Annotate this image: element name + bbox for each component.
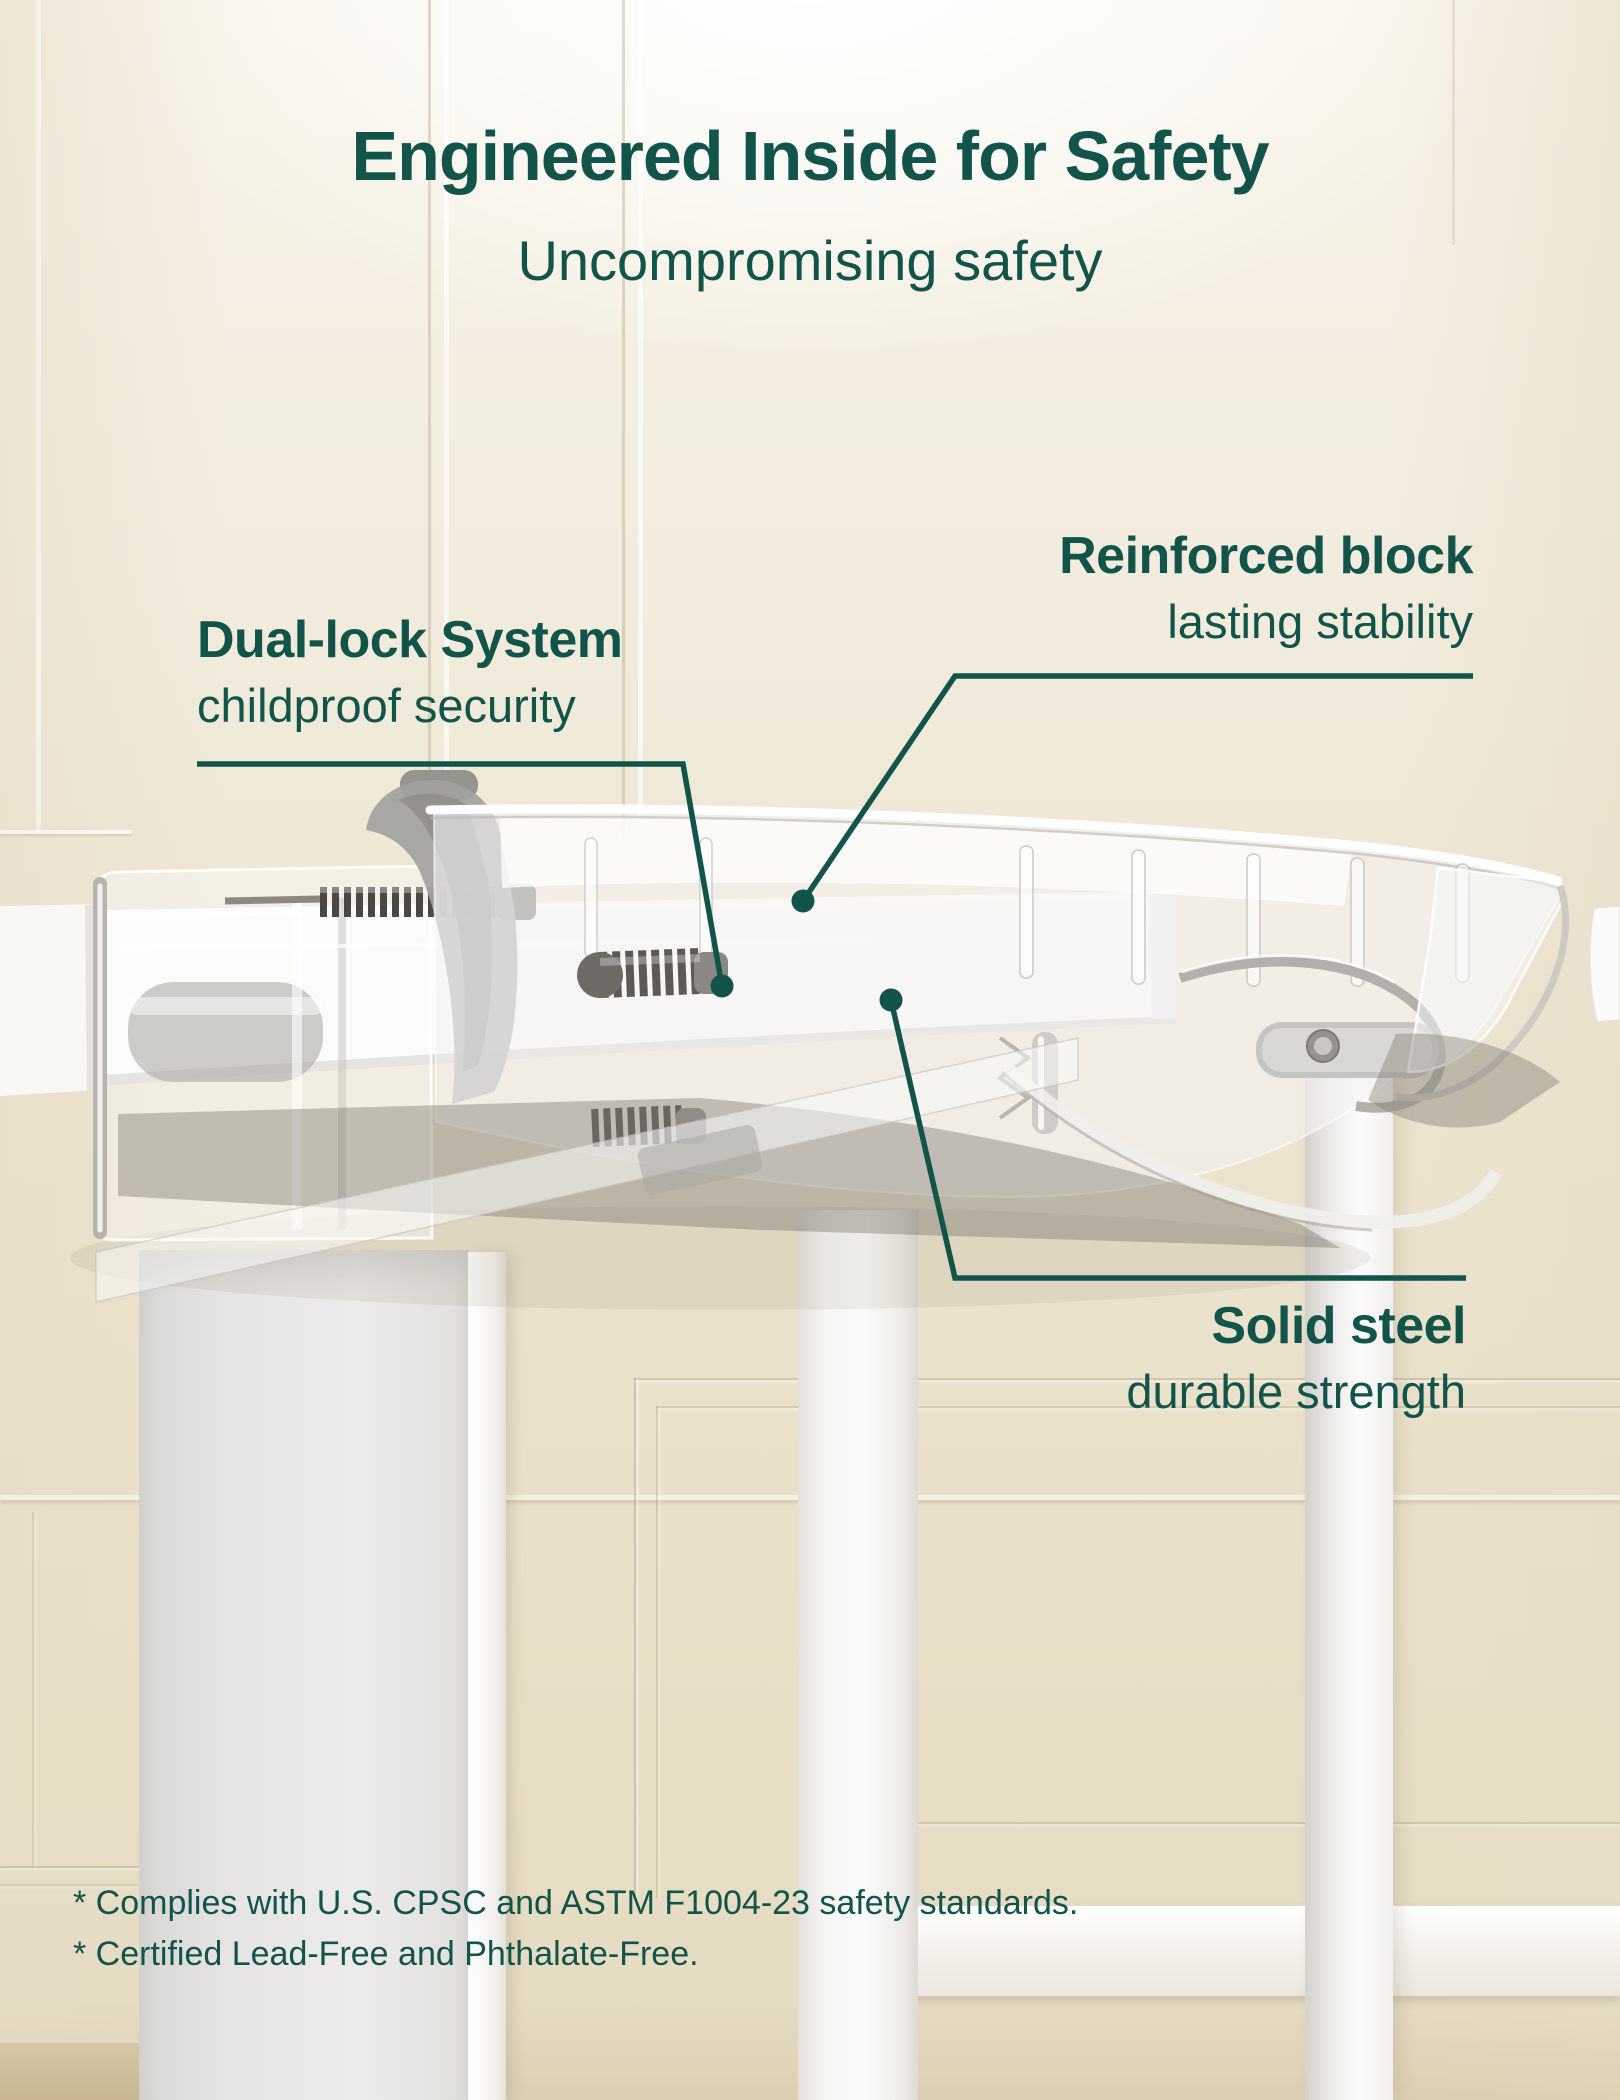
callout-dual-lock: Dual-lock System childproof security bbox=[197, 608, 623, 738]
callout-sublabel: lasting stability bbox=[1167, 595, 1473, 648]
screw-highlight bbox=[599, 954, 701, 966]
floor-corner-left bbox=[0, 2040, 148, 2100]
callout-label: Solid steel bbox=[1211, 1297, 1466, 1355]
door-groove-right-highlight bbox=[638, 0, 643, 835]
gate-right-post bbox=[1305, 1072, 1393, 2100]
door-bevel-horizontal bbox=[0, 830, 132, 834]
door-bevel-far-left bbox=[36, 0, 41, 832]
spring-rod bbox=[224, 895, 321, 905]
gate-left-post-edge-highlight bbox=[468, 1252, 506, 2100]
callout-solid-steel: Solid steel durable strength bbox=[1126, 1294, 1466, 1424]
wainscot-panel-side-inner-line bbox=[656, 1406, 658, 1898]
bracket-plate-inner bbox=[1262, 1028, 1432, 1072]
door-groove-right bbox=[622, 0, 625, 835]
door-groove-left-highlight bbox=[444, 0, 449, 835]
lower-bar-clamp bbox=[637, 1125, 763, 1195]
solid-steel-callout-line bbox=[888, 999, 1466, 1281]
tip-smoked-glass bbox=[1368, 1033, 1560, 1128]
internal-roller-highlight bbox=[128, 997, 323, 1015]
clear-j-curve bbox=[997, 1059, 1502, 1229]
rail-right-stub bbox=[1589, 905, 1620, 1023]
adjustment-screw-upper bbox=[577, 948, 728, 998]
gate-center-post bbox=[798, 1210, 918, 2100]
callout-label: Reinforced block bbox=[1059, 527, 1473, 585]
wainscot-panel-side-line bbox=[634, 1378, 636, 1898]
left-wainscot-rail-line-2 bbox=[0, 1884, 139, 1886]
dual-lock-callout-line bbox=[197, 761, 725, 987]
footnotes: * Complies with U.S. CPSC and ASTM F1004… bbox=[73, 1878, 1078, 1980]
door-groove-far-right bbox=[1452, 0, 1455, 245]
clear-j-curve-shadow bbox=[1001, 1070, 1373, 1232]
footnote-line: * Certified Lead-Free and Phthalate-Free… bbox=[73, 1935, 699, 1973]
clamp-block bbox=[637, 1125, 763, 1195]
housing-top-rim bbox=[425, 804, 1563, 886]
clear-peg bbox=[1131, 849, 1146, 985]
reinforced-block-callout-line bbox=[800, 673, 1473, 903]
screw-ribs bbox=[591, 1105, 683, 1147]
callout-sublabel: childproof security bbox=[197, 679, 576, 732]
callout-reinforced-block: Reinforced block lasting stability bbox=[1059, 524, 1473, 654]
clear-divider-1 bbox=[292, 898, 302, 1230]
housing-top-rim-shadow bbox=[429, 815, 1559, 890]
page-subtitle: Uncompromising safety bbox=[517, 229, 1103, 292]
clear-peg bbox=[1019, 845, 1034, 979]
baseboard bbox=[900, 1906, 1620, 1996]
wainscot-bottom-rail-line bbox=[918, 1822, 1620, 1824]
screw-head bbox=[577, 952, 623, 998]
left-wainscot-rail-line bbox=[0, 1866, 139, 1868]
pivot-screw-rim bbox=[1306, 1029, 1340, 1063]
callout-dot bbox=[791, 889, 815, 913]
callout-dot bbox=[710, 974, 734, 998]
door-groove-left bbox=[428, 0, 431, 835]
rail-end-cap bbox=[0, 904, 100, 1096]
transparent-lock-housing bbox=[93, 770, 1570, 1303]
wainscot-panel-top-inner-line bbox=[656, 1406, 1620, 1408]
bracket-chrome-highlight bbox=[1181, 954, 1395, 984]
wainscot-panel-top-line bbox=[634, 1378, 1620, 1380]
gate-left-post bbox=[139, 1250, 469, 2100]
callout-dot bbox=[879, 988, 903, 1012]
left-wainscot-side-line bbox=[32, 1512, 34, 1867]
housing-right-tip bbox=[1406, 866, 1567, 1074]
clear-divider-2 bbox=[338, 898, 346, 1230]
callout-label: Dual-lock System bbox=[197, 611, 623, 669]
callout-sublabel: durable strength bbox=[1126, 1365, 1466, 1418]
pivot-screw-center bbox=[1314, 1037, 1332, 1055]
page-title: Engineered Inside for Safety bbox=[351, 117, 1269, 195]
clear-peg bbox=[1246, 853, 1261, 987]
tip-chrome-arc bbox=[1395, 884, 1570, 1102]
lower-gate-bar bbox=[95, 1037, 1079, 1303]
clear-peg bbox=[1350, 857, 1365, 987]
footnote-line: * Complies with U.S. CPSC and ASTM F1004… bbox=[73, 1884, 1079, 1922]
